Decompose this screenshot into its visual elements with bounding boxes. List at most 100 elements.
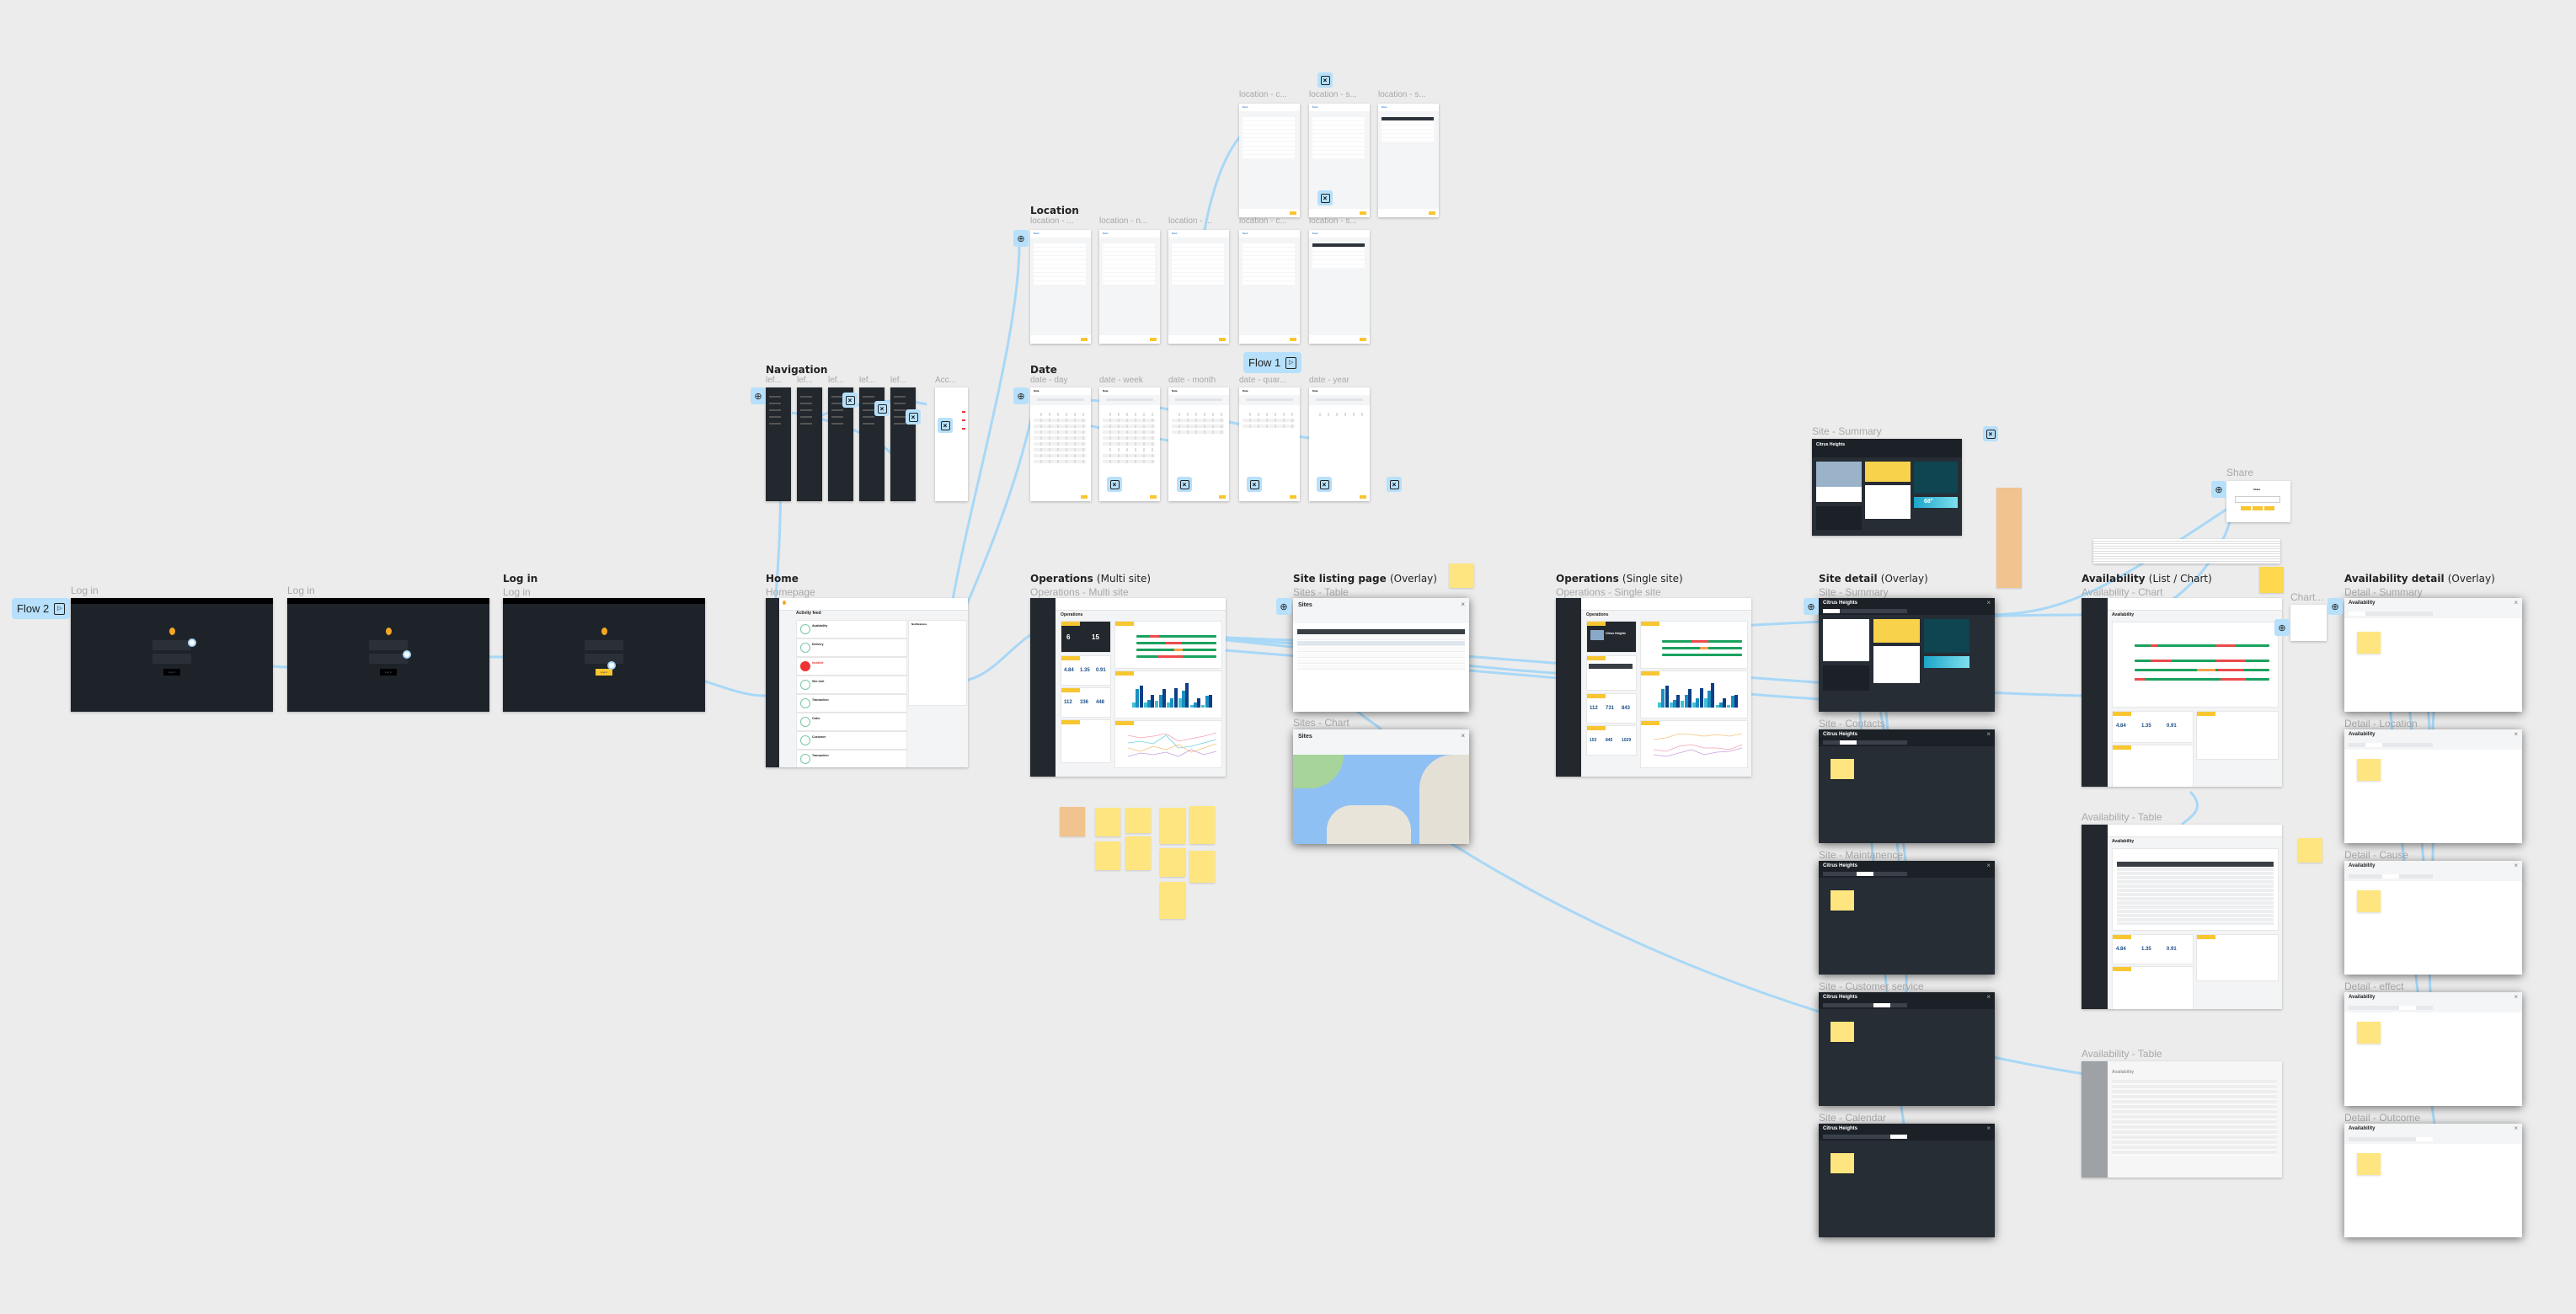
feed-item[interactable]: Transaction	[796, 694, 907, 713]
login-frame-1[interactable]: Log in	[71, 598, 273, 712]
site-tabs[interactable]	[1823, 1135, 1907, 1139]
close-overlay-action[interactable]: ×	[1317, 72, 1333, 88]
sites-table-frame[interactable]: Sites ×	[1293, 598, 1469, 712]
site-detail-frame[interactable]: Citrus Heights×	[1819, 598, 1995, 712]
close-icon[interactable]: ×	[1986, 730, 1991, 738]
availability-detail-frame[interactable]: Availability×	[2344, 861, 2522, 975]
back-link[interactable]: Back	[1243, 232, 1248, 235]
chart-options-frame[interactable]	[2290, 605, 2327, 641]
detail-tabs[interactable]	[2349, 743, 2433, 747]
close-icon[interactable]: ×	[1461, 732, 1465, 740]
availability-detail-frame[interactable]: Availability×	[2344, 598, 2522, 712]
date-picker-frame[interactable]: Date	[1030, 387, 1091, 501]
overlay-trigger-icon[interactable]: ⊕	[2211, 481, 2226, 498]
close-overlay-action[interactable]: ×	[1317, 477, 1332, 492]
overlay-trigger-icon[interactable]: ⊕	[1276, 598, 1291, 615]
close-overlay-action[interactable]: ×	[906, 409, 921, 425]
apply-button[interactable]	[1290, 211, 1296, 215]
close-icon[interactable]: ×	[2514, 730, 2518, 738]
site-card[interactable]: Citrus Heights	[1586, 621, 1637, 653]
login-frame-2[interactable]: Log in	[287, 598, 489, 712]
back-link[interactable]: Back	[1312, 232, 1318, 235]
site-tabs[interactable]	[1823, 872, 1907, 876]
close-overlay-action[interactable]: ×	[874, 401, 890, 416]
granularity-tabs[interactable]	[1037, 398, 1084, 401]
login-frame-3[interactable]: Log in	[503, 598, 705, 712]
availability-detail-frame[interactable]: Availability×	[2344, 729, 2522, 843]
back-link[interactable]: Back	[1103, 232, 1109, 235]
apply-button[interactable]	[1290, 495, 1296, 499]
site-tabs[interactable]	[1823, 740, 1907, 745]
feed-item[interactable]: Customer	[796, 731, 907, 750]
close-overlay-action[interactable]: ×	[842, 393, 858, 408]
granularity-tabs[interactable]	[1175, 398, 1222, 401]
back-link[interactable]: Back	[1243, 105, 1248, 109]
location-picker-frame[interactable]: Back	[1168, 230, 1229, 344]
availability-table-frame[interactable]: Availability 4.84 1.35 0.91	[2082, 825, 2282, 1009]
close-icon[interactable]: ×	[2514, 862, 2518, 869]
availability-detail-frame[interactable]: Availability×	[2344, 992, 2522, 1106]
close-icon[interactable]: ×	[1986, 1124, 1991, 1132]
availability-detail-frame[interactable]: Availability×	[2344, 1124, 2522, 1237]
overlay-trigger-icon[interactable]: ⊕	[1013, 230, 1029, 247]
apply-button[interactable]	[1360, 211, 1366, 215]
granularity-tabs[interactable]	[1246, 398, 1293, 401]
share-frame[interactable]: Share	[2226, 481, 2290, 522]
site-detail-frame[interactable]: Citrus Heights×	[1819, 861, 1995, 975]
detail-tabs[interactable]	[2349, 1006, 2433, 1010]
location-picker-frame[interactable]: Back	[1378, 104, 1439, 217]
apply-button[interactable]	[1360, 495, 1366, 499]
apply-button[interactable]	[1150, 338, 1157, 341]
overlay-trigger-icon[interactable]: ⊕	[1804, 598, 1819, 615]
detail-tabs[interactable]	[2349, 612, 2433, 616]
close-overlay-action[interactable]: ×	[1177, 477, 1192, 492]
operations-single-frame[interactable]: Operations Citrus Heights 112 731 843 15…	[1556, 598, 1751, 777]
close-icon[interactable]: ×	[1986, 993, 1991, 1001]
overlay-trigger-icon[interactable]: ⊕	[2327, 598, 2343, 615]
close-overlay-action[interactable]: ×	[1317, 190, 1333, 206]
password-field[interactable]	[152, 654, 191, 664]
site-detail-frame[interactable]: Citrus Heights×	[1819, 729, 1995, 843]
feed-item[interactable]: Delivery	[796, 638, 907, 657]
overlay-trigger-icon[interactable]: ⊕	[2274, 619, 2290, 636]
detail-tabs[interactable]	[2349, 1137, 2433, 1141]
feed-item[interactable]: Site visit	[796, 676, 907, 694]
back-link[interactable]: Back	[1034, 232, 1039, 235]
close-overlay-action[interactable]: ×	[938, 418, 953, 433]
login-button[interactable]: Log in	[596, 669, 612, 676]
account-panel-frame[interactable]	[935, 387, 968, 501]
apply-button[interactable]	[1360, 338, 1366, 341]
close-overlay-action[interactable]: ×	[1983, 426, 1998, 441]
close-icon[interactable]: ×	[1461, 601, 1465, 608]
granularity-tabs[interactable]	[1106, 398, 1153, 401]
sites-map-frame[interactable]: Sites ×	[1293, 729, 1469, 844]
availability-table-frame-2[interactable]: Availability	[2082, 1061, 2282, 1178]
site-summary-frame[interactable]: Citrus Heights 68°	[1812, 439, 1962, 536]
close-overlay-action[interactable]: ×	[1107, 477, 1122, 492]
site-detail-frame[interactable]: Citrus Heights×	[1819, 1124, 1995, 1237]
granularity-tabs[interactable]	[1316, 398, 1363, 401]
nav-sidebar-frame[interactable]	[890, 387, 916, 501]
password-field[interactable]	[585, 654, 623, 664]
flow-1-start[interactable]: Flow 1 ▷	[1243, 352, 1302, 373]
back-link[interactable]: Back	[1312, 105, 1318, 109]
site-tabs[interactable]	[1823, 1003, 1907, 1007]
availability-chart-frame[interactable]: Availability 4.84 1.35 0.91	[2082, 598, 2282, 787]
close-icon[interactable]: ×	[2514, 993, 2518, 1001]
feed-item[interactable]: Availability	[796, 620, 907, 638]
apply-button[interactable]	[1429, 211, 1435, 215]
detail-tabs[interactable]	[2349, 874, 2433, 879]
location-picker-frame[interactable]: Back	[1099, 230, 1160, 344]
login-button[interactable]: Log in	[163, 669, 180, 676]
overlay-trigger-icon[interactable]: ⊕	[751, 387, 766, 404]
feed-item[interactable]: Transaction	[796, 750, 907, 767]
login-button[interactable]: Log in	[380, 669, 397, 676]
sites-map[interactable]	[1293, 755, 1469, 844]
close-overlay-action[interactable]: ×	[1247, 477, 1262, 492]
username-field[interactable]	[585, 640, 623, 650]
site-detail-frame[interactable]: Citrus Heights×	[1819, 992, 1995, 1106]
close-overlay-action[interactable]: ×	[1387, 477, 1402, 492]
apply-button[interactable]	[1219, 495, 1226, 499]
feed-item[interactable]: Incident	[796, 657, 907, 676]
